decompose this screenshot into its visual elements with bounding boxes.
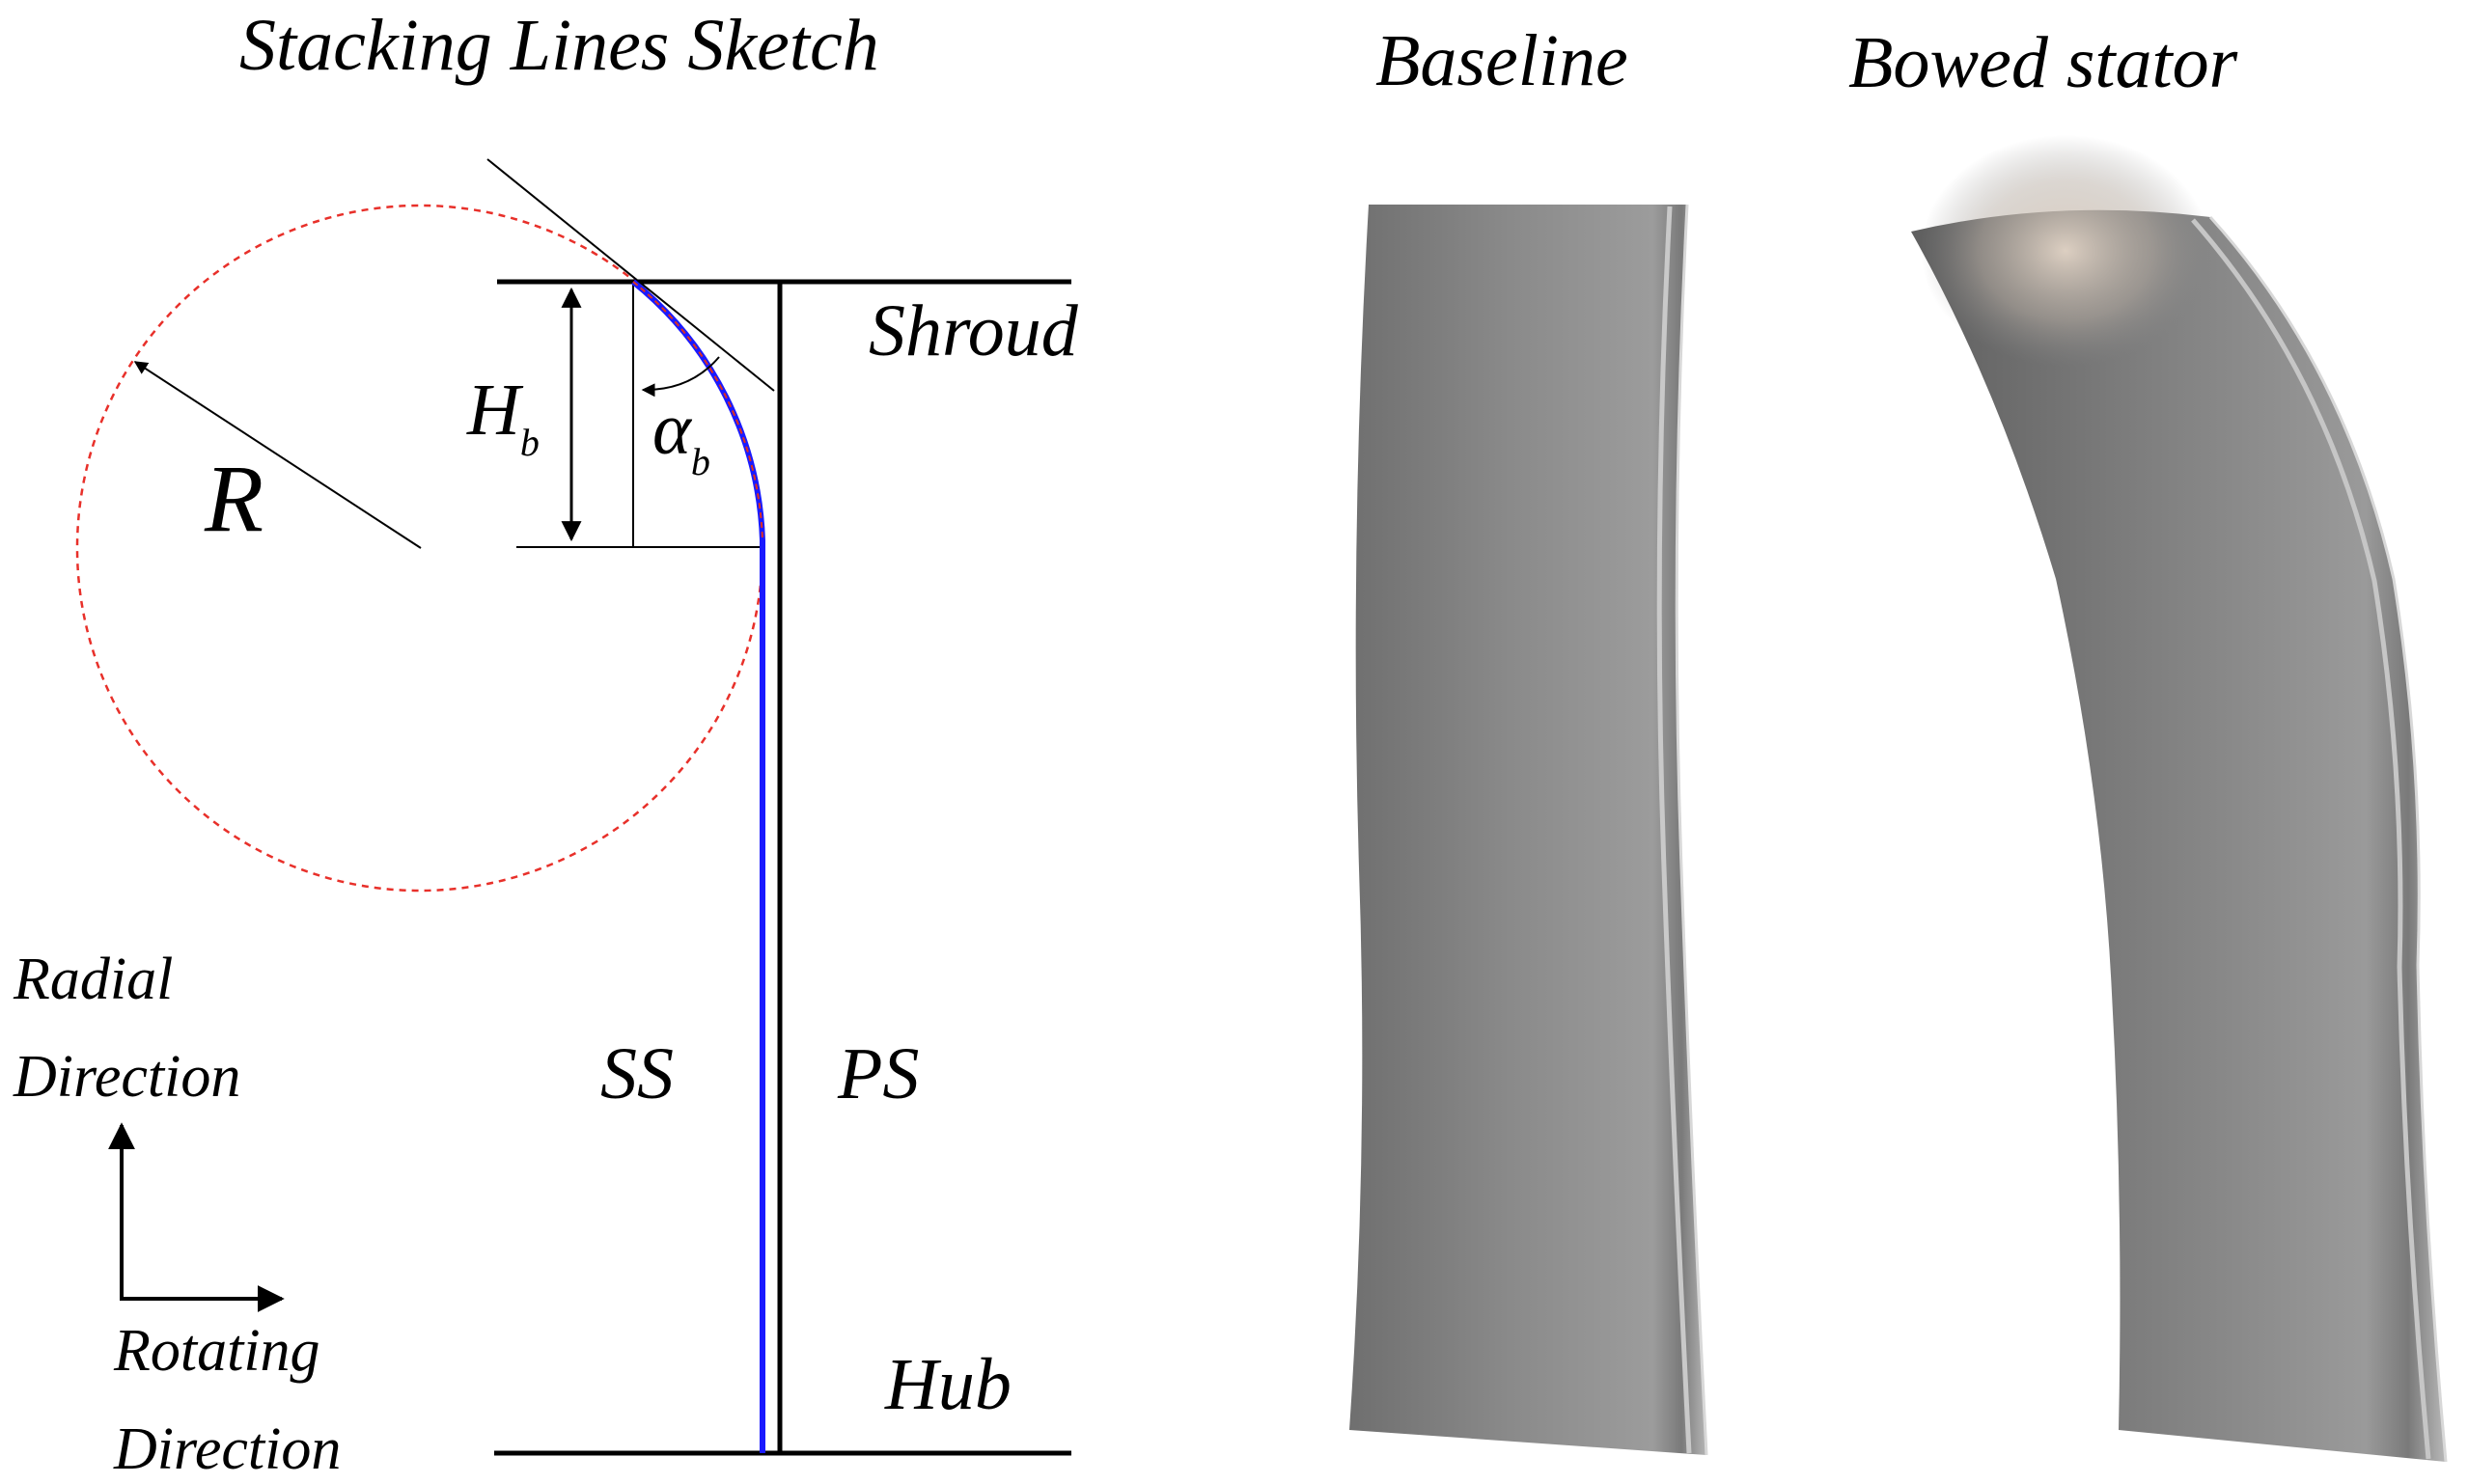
sketch-title: Stacking Lines Sketch	[239, 5, 879, 86]
radius-label: R	[204, 445, 263, 552]
radius-arrow	[133, 361, 422, 549]
bow-height-symbol: H	[466, 370, 524, 451]
baseline-title: Baseline	[1375, 20, 1628, 101]
rotating-direction-label-line1: Rotating	[113, 1318, 320, 1384]
baseline-blade	[1349, 204, 1708, 1456]
shroud-label: Shroud	[869, 290, 1079, 371]
hub-label: Hub	[884, 1344, 1012, 1425]
bow-height-label: Hb	[466, 370, 540, 464]
tangent-line	[486, 158, 775, 392]
rotating-direction-label-line2: Direction	[113, 1416, 341, 1482]
radial-direction-label-line1: Radial	[13, 947, 173, 1012]
bow-angle-subscript: b	[691, 440, 710, 483]
bowed-stator-title: Bowed stator	[1848, 22, 2238, 103]
pressure-side-label: PS	[837, 1033, 919, 1114]
suction-side-label: SS	[600, 1033, 674, 1114]
bowed-stator-blade	[1911, 135, 2448, 1463]
bow-height-subscript: b	[520, 421, 540, 464]
bow-angle-label: αb	[652, 389, 710, 483]
bow-angle-symbol: α	[652, 389, 693, 470]
radial-direction-label-line2: Direction	[13, 1044, 240, 1110]
bow-curve-overlay	[632, 281, 763, 541]
bow-angle-arc	[641, 356, 720, 398]
